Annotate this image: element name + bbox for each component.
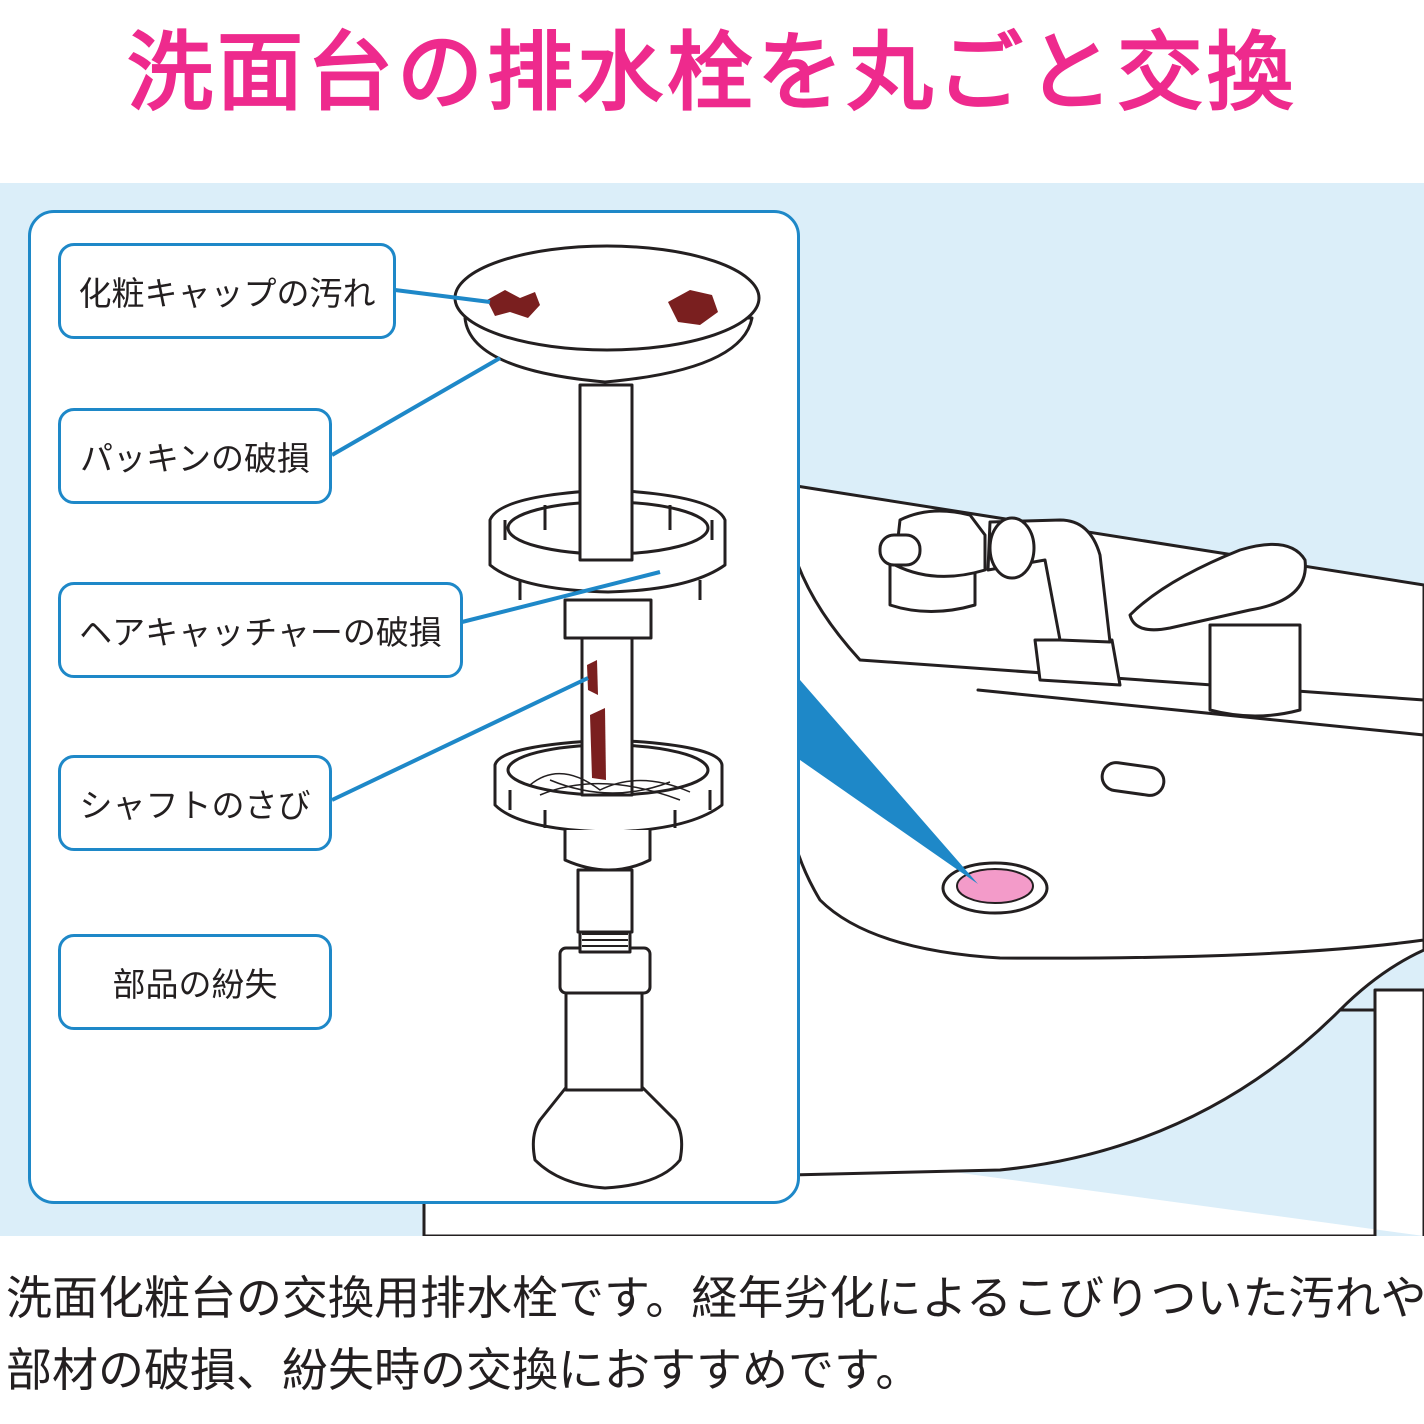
leader-lines	[330, 288, 661, 802]
description-line-2: 部材の破損、紛失時の交換におすすめです。	[6, 1343, 922, 1397]
base-flange	[531, 1083, 684, 1190]
description-line-1: 洗面化粧台の交換用排水栓です。経年劣化によるこびりついた汚れや	[6, 1271, 1424, 1325]
callout-box	[28, 210, 800, 1204]
hex-nut	[558, 946, 652, 995]
rust-marks	[487, 290, 718, 780]
label-hair-catcher-damage: ヘアキャッチャーの破損	[58, 582, 463, 678]
shaft	[580, 633, 634, 797]
lever-handle	[1128, 542, 1307, 632]
hair-strands	[529, 773, 691, 801]
page-title: 洗面台の排水栓を丸ごと交換	[127, 23, 1297, 123]
label-lost-parts: 部品の紛失	[58, 934, 332, 1030]
overflow-slot	[1100, 761, 1166, 797]
label-packing-damage: パッキンの破損	[58, 408, 332, 504]
label-shaft-rust: シャフトのさび	[58, 755, 332, 851]
description: 洗面化粧台の交換用排水栓です。経年劣化によるこびりついた汚れや 部材の破損、紛失…	[6, 1262, 1424, 1406]
drain-plug-pink	[956, 868, 1034, 904]
zoom-pointer	[800, 680, 978, 884]
lever-column	[1208, 623, 1302, 718]
label-cap-dirt: 化粧キャップの汚れ	[58, 243, 396, 339]
